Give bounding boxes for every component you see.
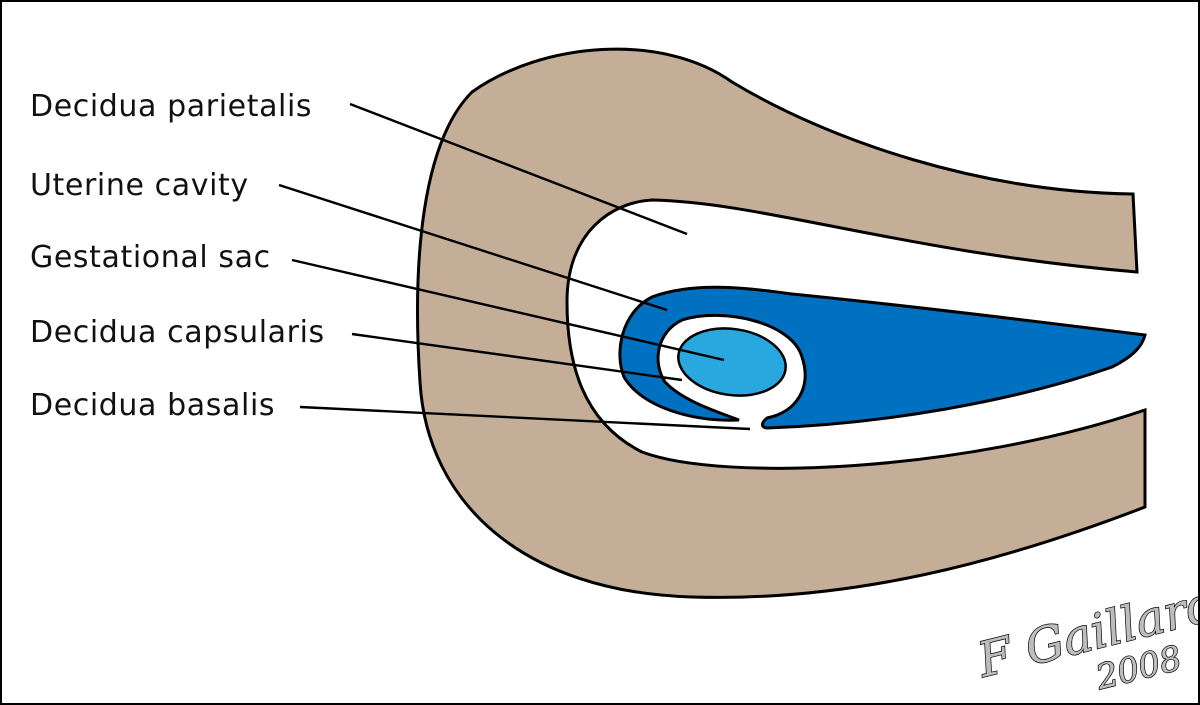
label-decidua-parietalis: Decidua parietalis [30, 89, 312, 124]
uterine-wall [416, 47, 1147, 599]
decidua [618, 285, 1147, 430]
leader-uterine-cavity [278, 183, 668, 312]
leader-decidua-parietalis [349, 102, 688, 236]
leader-decidua-capsularis [351, 332, 683, 382]
signature: F Gaillard 2008 [971, 575, 1198, 699]
leader-gestational-sac [291, 258, 725, 362]
label-decidua-capsularis: Decidua capsularis [30, 315, 325, 350]
label-uterine-cavity: Uterine cavity [30, 168, 249, 203]
leader-decidua-basalis [299, 405, 751, 431]
label-gestational-sac: Gestational sac [30, 240, 271, 275]
gestational-sac [677, 327, 787, 397]
label-decidua-basalis: Decidua basalis [30, 388, 275, 423]
